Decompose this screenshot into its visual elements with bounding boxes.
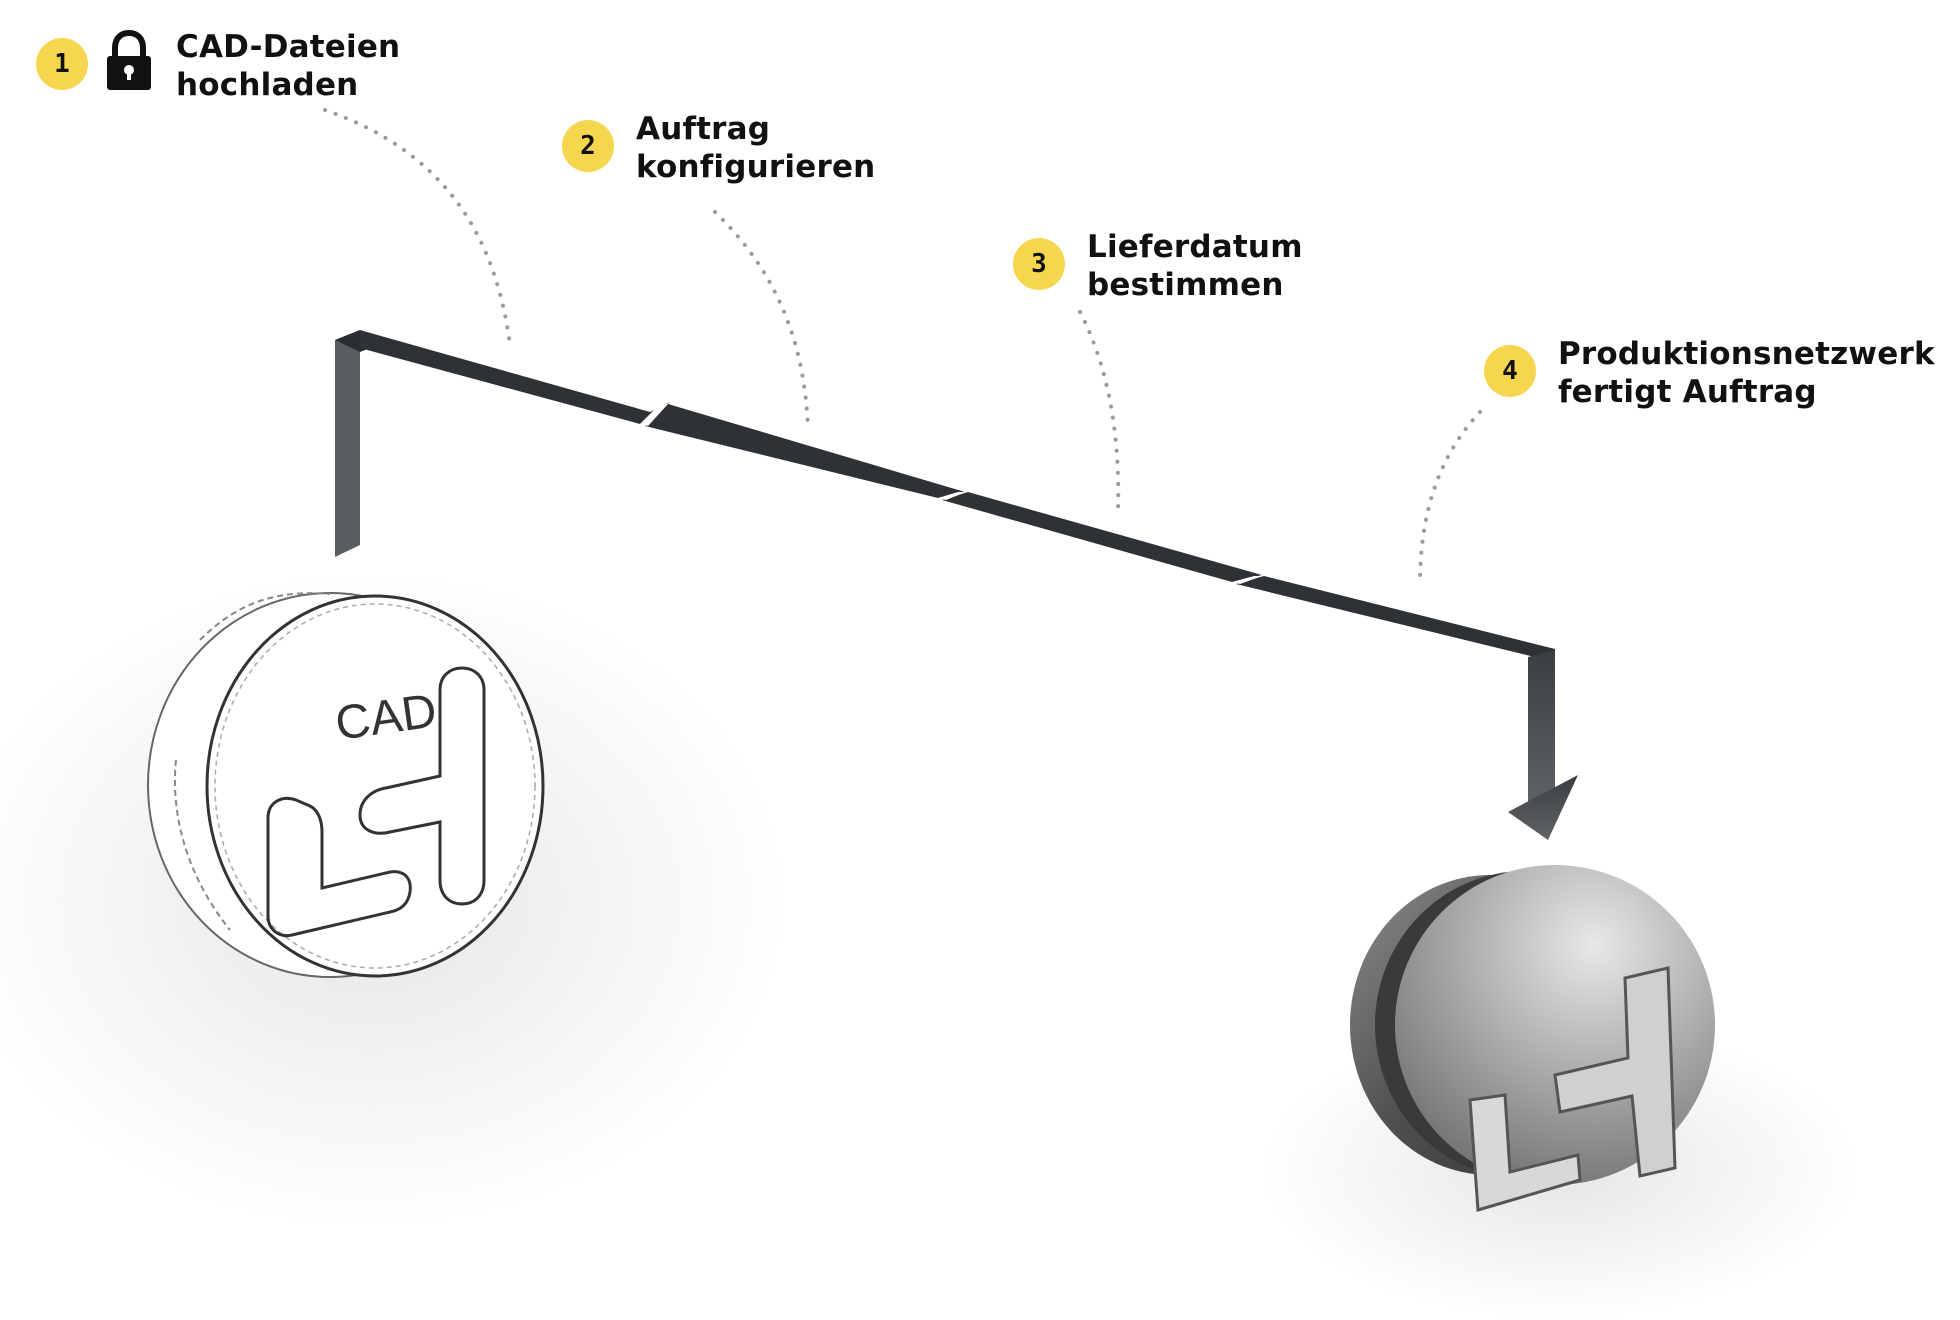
path-segment-4 — [1236, 576, 1555, 662]
step-label-4: Produktionsnetzwerk fertigt Auftrag — [1558, 335, 1935, 411]
step-label-4-line-1: Produktionsnetzwerk — [1558, 336, 1935, 372]
connector-dots-step-3 — [1078, 310, 1121, 512]
cad-part: CAD — [147, 592, 545, 978]
path-zigzag-1 — [640, 404, 668, 426]
step-badge-3: 3 — [1013, 238, 1065, 290]
path-segment-1 — [360, 330, 670, 424]
step-badge-1: 1 — [36, 38, 88, 90]
cad-part-rim-lower — [174, 759, 231, 931]
step-badge-4: 4 — [1484, 345, 1536, 397]
step-label-1: CAD-Dateien hochladen — [176, 28, 400, 104]
step-2: 2 Auftrag konfigurieren — [562, 110, 875, 186]
arrow-head — [1508, 775, 1578, 840]
connector-dots-step-1 — [323, 108, 512, 347]
cad-part-face-inner — [214, 603, 536, 969]
step-label-3-line-1: Lieferdatum — [1087, 229, 1303, 265]
lock-icon — [107, 30, 151, 90]
path-left-post — [335, 330, 360, 557]
step-1: 1 CAD-Dateien hochladen — [36, 28, 400, 104]
step-label-1-line-2: hochladen — [176, 67, 359, 103]
connector-dots-step-4 — [1418, 410, 1482, 587]
step-label-1-line-1: CAD-Dateien — [176, 29, 401, 65]
path-right-post — [1528, 650, 1555, 808]
step-label-3: Lieferdatum bestimmen — [1087, 228, 1303, 304]
step-3: 3 Lieferdatum bestimmen — [1013, 228, 1303, 304]
path-segment-2 — [645, 404, 965, 498]
metal-logo-right — [1553, 966, 1677, 1178]
step-badge-2: 2 — [562, 120, 614, 172]
step-label-4-line-2: fertigt Auftrag — [1558, 374, 1817, 410]
step-label-2: Auftrag konfigurieren — [636, 110, 875, 186]
path-zigzag-2 — [938, 492, 966, 500]
path-segment-3 — [942, 492, 1262, 582]
step-label-3-line-2: bestimmen — [1087, 267, 1284, 303]
metal-logo-left — [1468, 1093, 1582, 1212]
step-4: 4 Produktionsnetzwerk fertigt Auftrag — [1484, 335, 1935, 411]
metal-part — [1350, 865, 1715, 1212]
cad-part-face — [205, 594, 545, 978]
path-zigzag-3 — [1232, 576, 1262, 584]
step-label-2-line-1: Auftrag — [636, 111, 771, 147]
cad-logo-right — [358, 666, 486, 906]
connector-dots-step-2 — [713, 210, 810, 432]
process-path — [335, 330, 1578, 840]
step-label-2-line-2: konfigurieren — [636, 149, 876, 185]
cad-logo-left — [266, 796, 412, 938]
cad-part-rim — [199, 592, 331, 641]
